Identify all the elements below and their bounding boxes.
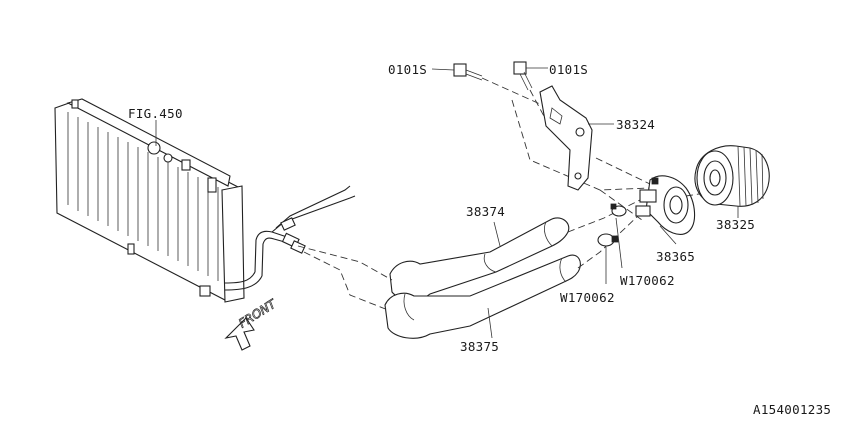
bracket-label: 38324 [616, 117, 655, 132]
cooler-label: 38365 [656, 249, 695, 264]
bolt-left-leader [431, 68, 455, 71]
cooler-pipes [254, 185, 356, 277]
oil-cooler-38365 [635, 175, 696, 235]
bolt-left-label: 0101S [388, 62, 427, 77]
clamp-left-label: W170062 [560, 290, 615, 305]
drawing-id-label: A154001235 [753, 402, 831, 417]
clamp-w170062-left [597, 233, 619, 247]
cooler-leader [659, 225, 677, 245]
front-arrow-icon [224, 317, 255, 351]
bracket-38324 [539, 85, 593, 191]
fig-reference-label: FIG.450 [128, 106, 183, 121]
hose-upper-leader [493, 221, 501, 247]
dashed-guides-bolts [481, 77, 651, 221]
oil-filter-38325 [694, 145, 770, 207]
clamp-right-leader [615, 217, 623, 269]
dashed-guides-hoses [297, 199, 641, 311]
bolt-right [513, 61, 533, 91]
hose-lower-38375 [384, 254, 581, 339]
oil-filter-label: 38325 [716, 217, 755, 232]
clamp-right-label: W170062 [620, 273, 675, 288]
front-label: FRONT [236, 296, 280, 330]
clamp-w170062-right [610, 203, 627, 217]
hose-upper-label: 38374 [466, 204, 505, 219]
radiator [54, 98, 263, 303]
bolt-right-label: 0101S [549, 62, 588, 77]
hose-lower-leader [487, 307, 493, 339]
hose-lower-label: 38375 [460, 339, 499, 354]
bolt-left [453, 63, 483, 81]
